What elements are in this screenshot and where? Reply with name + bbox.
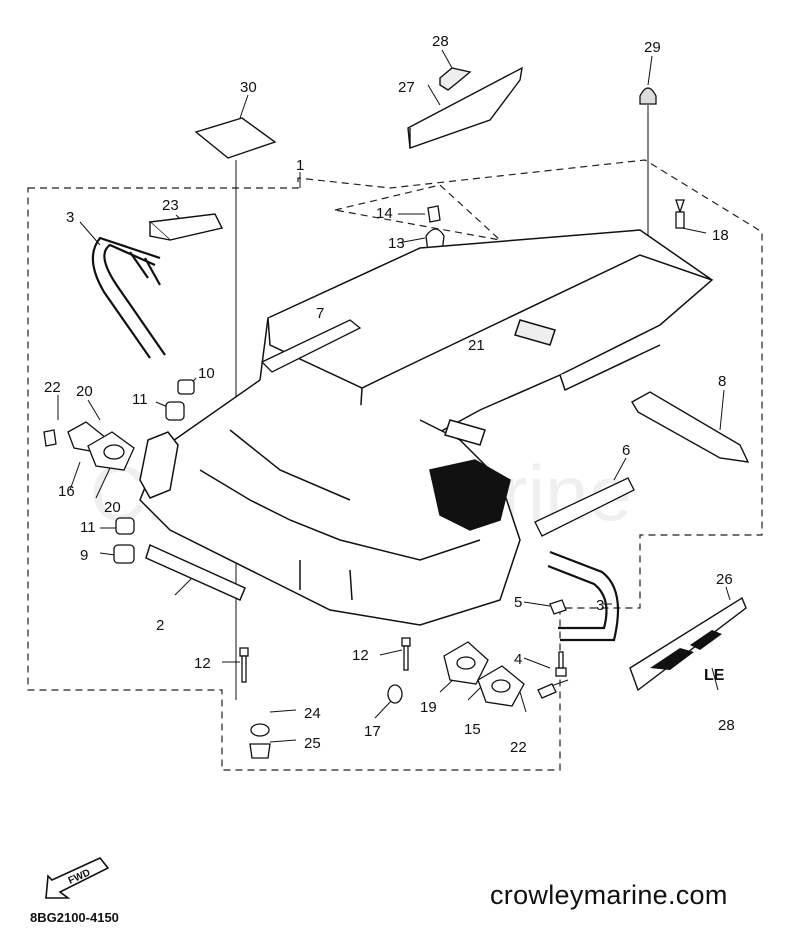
decal-letters: LE: [704, 667, 725, 684]
callout-26: 26: [716, 571, 733, 588]
callout-4: 4: [514, 651, 522, 668]
callout-1: 1: [296, 157, 304, 174]
rail-left-part: [260, 319, 362, 373]
bearing-housing-left-part: [43, 421, 135, 471]
leader-lines: [57, 49, 731, 743]
bumper-right-part: [547, 550, 620, 642]
drawing-number: 8BG2100-4150: [30, 910, 119, 925]
right-bracket-part: [631, 391, 750, 463]
callout-10: 10: [198, 365, 215, 382]
callout-11-lower: 11: [80, 519, 96, 536]
callout-5: 5: [514, 594, 522, 611]
callout-21: 21: [468, 337, 485, 354]
assembly-boundary: [27, 159, 763, 771]
callout-8: 8: [718, 373, 726, 390]
rail-right-part: [534, 477, 635, 537]
callout-28-bottom: 28: [718, 717, 735, 734]
callout-12-right: 12: [352, 647, 369, 664]
callout-3-left: 3: [66, 209, 74, 226]
bracket-part: [148, 213, 224, 241]
callout-25: 25: [304, 735, 321, 752]
callout-20-lower: 20: [104, 499, 121, 516]
callout-17: 17: [364, 723, 381, 740]
callout-30: 30: [240, 79, 257, 96]
callout-18: 18: [712, 227, 729, 244]
callout-13: 13: [388, 235, 405, 252]
bearing-housing-right-part: [443, 641, 525, 707]
front-bar-part: [145, 543, 246, 601]
cap-part: [639, 87, 657, 105]
callout-28-top: 28: [432, 33, 449, 50]
grommet-part: [249, 723, 271, 759]
bushings-part: [113, 379, 195, 564]
hardware-right-part: [537, 599, 567, 699]
callout-16: 16: [58, 483, 75, 500]
callout-11-upper: 11: [132, 391, 148, 408]
callout-22-left: 22: [44, 379, 61, 396]
frame-body-part: [139, 229, 714, 626]
front-arrow-label: FWD: [67, 867, 92, 886]
callout-9: 9: [80, 547, 88, 564]
rear-flap-part: [407, 66, 523, 149]
callout-19: 19: [420, 699, 437, 716]
callout-27: 27: [398, 79, 415, 96]
callout-7: 7: [316, 305, 324, 322]
callout-3-right: 3: [596, 597, 604, 614]
callout-29: 29: [644, 39, 661, 56]
callout-2: 2: [156, 617, 164, 634]
callout-22-right: 22: [510, 739, 527, 756]
callout-14: 14: [376, 205, 393, 222]
callout-20-upper: 20: [76, 383, 93, 400]
callout-6: 6: [622, 442, 630, 459]
callout-23: 23: [162, 197, 179, 214]
bolts-part: [239, 637, 411, 683]
website-url: crowleymarine.com: [490, 880, 728, 910]
callout-12-left: 12: [194, 655, 211, 672]
damper-part: [425, 205, 445, 253]
foam-pad-part: [194, 117, 277, 159]
bumper-left-part: [91, 236, 166, 359]
callout-15: 15: [464, 721, 481, 738]
front-direction-arrow-icon: FWD: [45, 857, 110, 899]
callout-24: 24: [304, 705, 321, 722]
decal-part: LE: [629, 596, 747, 692]
callout-labels: 1 2 3 3 4 5 6 7 8 9 10 11 11 12 12 13 14…: [44, 33, 735, 756]
rivet-part: [675, 199, 685, 229]
nut-part: [387, 684, 403, 704]
